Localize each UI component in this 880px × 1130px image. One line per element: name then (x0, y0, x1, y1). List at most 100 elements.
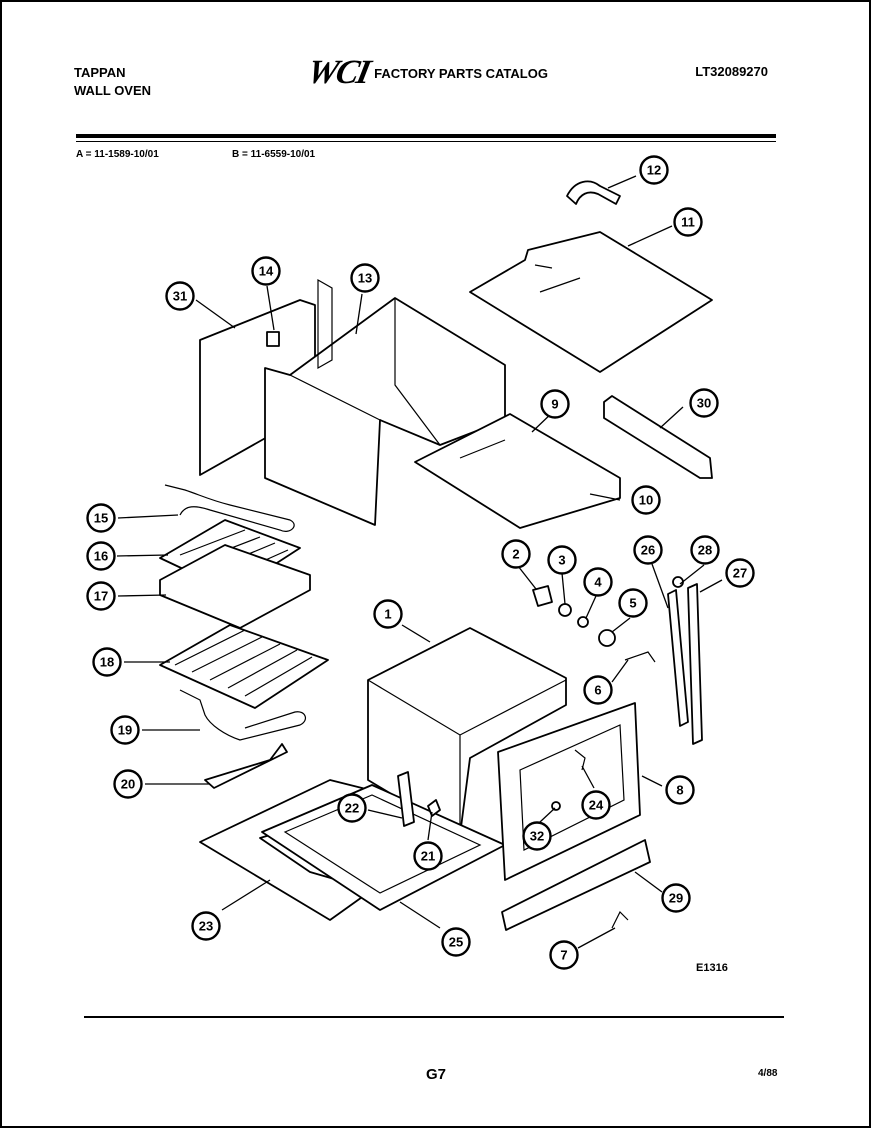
callout-7: 7 (549, 940, 579, 970)
catalog-title: FACTORY PARTS CATALOG (374, 65, 548, 81)
svg-text:22: 22 (345, 801, 359, 816)
callout-24: 24 (581, 790, 611, 820)
part-18 (159, 624, 329, 709)
svg-text:31: 31 (173, 289, 187, 304)
svg-text:17: 17 (94, 589, 108, 604)
part-10 (414, 413, 621, 529)
callout-32: 32 (522, 821, 552, 851)
svg-text:24: 24 (589, 798, 604, 813)
callout-28: 28 (690, 535, 720, 565)
part-22 (397, 771, 415, 827)
part-27 (687, 583, 703, 745)
document-number: LT32089270 (695, 64, 768, 79)
callout-1: 1 (373, 599, 403, 629)
callout-16: 16 (86, 541, 116, 571)
svg-text:7: 7 (560, 948, 567, 963)
part-32 (551, 801, 561, 811)
svg-text:3: 3 (558, 553, 565, 568)
svg-text:5: 5 (629, 596, 636, 611)
callout-3: 3 (547, 545, 577, 575)
callout-8: 8 (665, 775, 695, 805)
brand-block: TAPPAN WALL OVEN (74, 64, 151, 100)
callout-21: 21 (413, 841, 443, 871)
svg-text:1: 1 (384, 607, 391, 622)
part-2 (532, 585, 553, 607)
callout-5: 5 (618, 588, 648, 618)
svg-text:15: 15 (94, 511, 108, 526)
callout-31: 31 (165, 281, 195, 311)
callout-6: 6 (583, 675, 613, 705)
part-26 (667, 589, 689, 727)
svg-text:29: 29 (669, 891, 683, 906)
callout-17: 17 (86, 581, 116, 611)
svg-text:30: 30 (697, 396, 711, 411)
footer-rule (84, 1016, 784, 1018)
page-border-bottom (0, 1126, 871, 1128)
svg-text:23: 23 (199, 919, 213, 934)
callout-10: 10 (631, 485, 661, 515)
svg-text:28: 28 (698, 543, 712, 558)
svg-text:18: 18 (100, 655, 114, 670)
callout-23: 23 (191, 911, 221, 941)
page-border-right (869, 0, 871, 1128)
callout-15: 15 (86, 503, 116, 533)
brand-name: TAPPAN (74, 65, 126, 80)
svg-text:10: 10 (639, 493, 653, 508)
callout-20: 20 (113, 769, 143, 799)
part-30 (603, 395, 713, 479)
svg-text:12: 12 (647, 163, 661, 178)
page-number: G7 (426, 1066, 447, 1083)
svg-text:32: 32 (530, 829, 544, 844)
page-border-left (0, 0, 2, 1128)
svg-text:16: 16 (94, 549, 108, 564)
part-14 (266, 331, 280, 347)
header-rule-thick (76, 134, 776, 138)
model-b: B = 11-6559-10/01 (232, 149, 316, 160)
part-11 (469, 231, 713, 373)
part-29 (501, 839, 651, 931)
svg-text:2: 2 (512, 547, 519, 562)
part-6 (624, 651, 656, 663)
callout-29: 29 (661, 883, 691, 913)
svg-text:26: 26 (641, 543, 655, 558)
model-a: A = 11-1589-10/01 (76, 149, 159, 160)
part-13 (264, 297, 506, 526)
callout-2: 2 (501, 539, 531, 569)
callout-19: 19 (110, 715, 140, 745)
part-5 (598, 629, 616, 647)
svg-text:21: 21 (421, 849, 435, 864)
header-rule-thin (76, 141, 776, 142)
callout-4: 4 (583, 567, 613, 597)
callout-13: 13 (350, 263, 380, 293)
callout-11: 11 (673, 207, 703, 237)
part-12 (566, 180, 621, 205)
svg-text:6: 6 (594, 683, 601, 698)
part-15 (164, 484, 295, 532)
catalog-date: 4/88 (758, 1068, 778, 1079)
svg-text:8: 8 (676, 783, 683, 798)
product-type: WALL OVEN (74, 83, 152, 98)
callout-18: 18 (92, 647, 122, 677)
callout-27: 27 (725, 558, 755, 588)
part-24 (574, 749, 586, 771)
svg-text:20: 20 (121, 777, 135, 792)
callout-22: 22 (337, 793, 367, 823)
svg-text:14: 14 (259, 264, 274, 279)
svg-text:27: 27 (733, 566, 747, 581)
callout-25: 25 (441, 927, 471, 957)
svg-text:9: 9 (551, 397, 558, 412)
svg-text:19: 19 (118, 723, 132, 738)
svg-text:25: 25 (449, 935, 463, 950)
svg-text:11: 11 (681, 215, 695, 230)
figure-code: E1316 (696, 962, 728, 974)
svg-text:13: 13 (358, 271, 372, 286)
part-7 (611, 910, 629, 929)
page-border-top (0, 0, 871, 2)
catalog-header: WCI FACTORY PARTS CATALOG (304, 54, 548, 92)
part-21 (427, 799, 441, 817)
callout-14: 14 (251, 256, 281, 286)
part-19 (179, 689, 307, 741)
part-4 (577, 616, 589, 628)
